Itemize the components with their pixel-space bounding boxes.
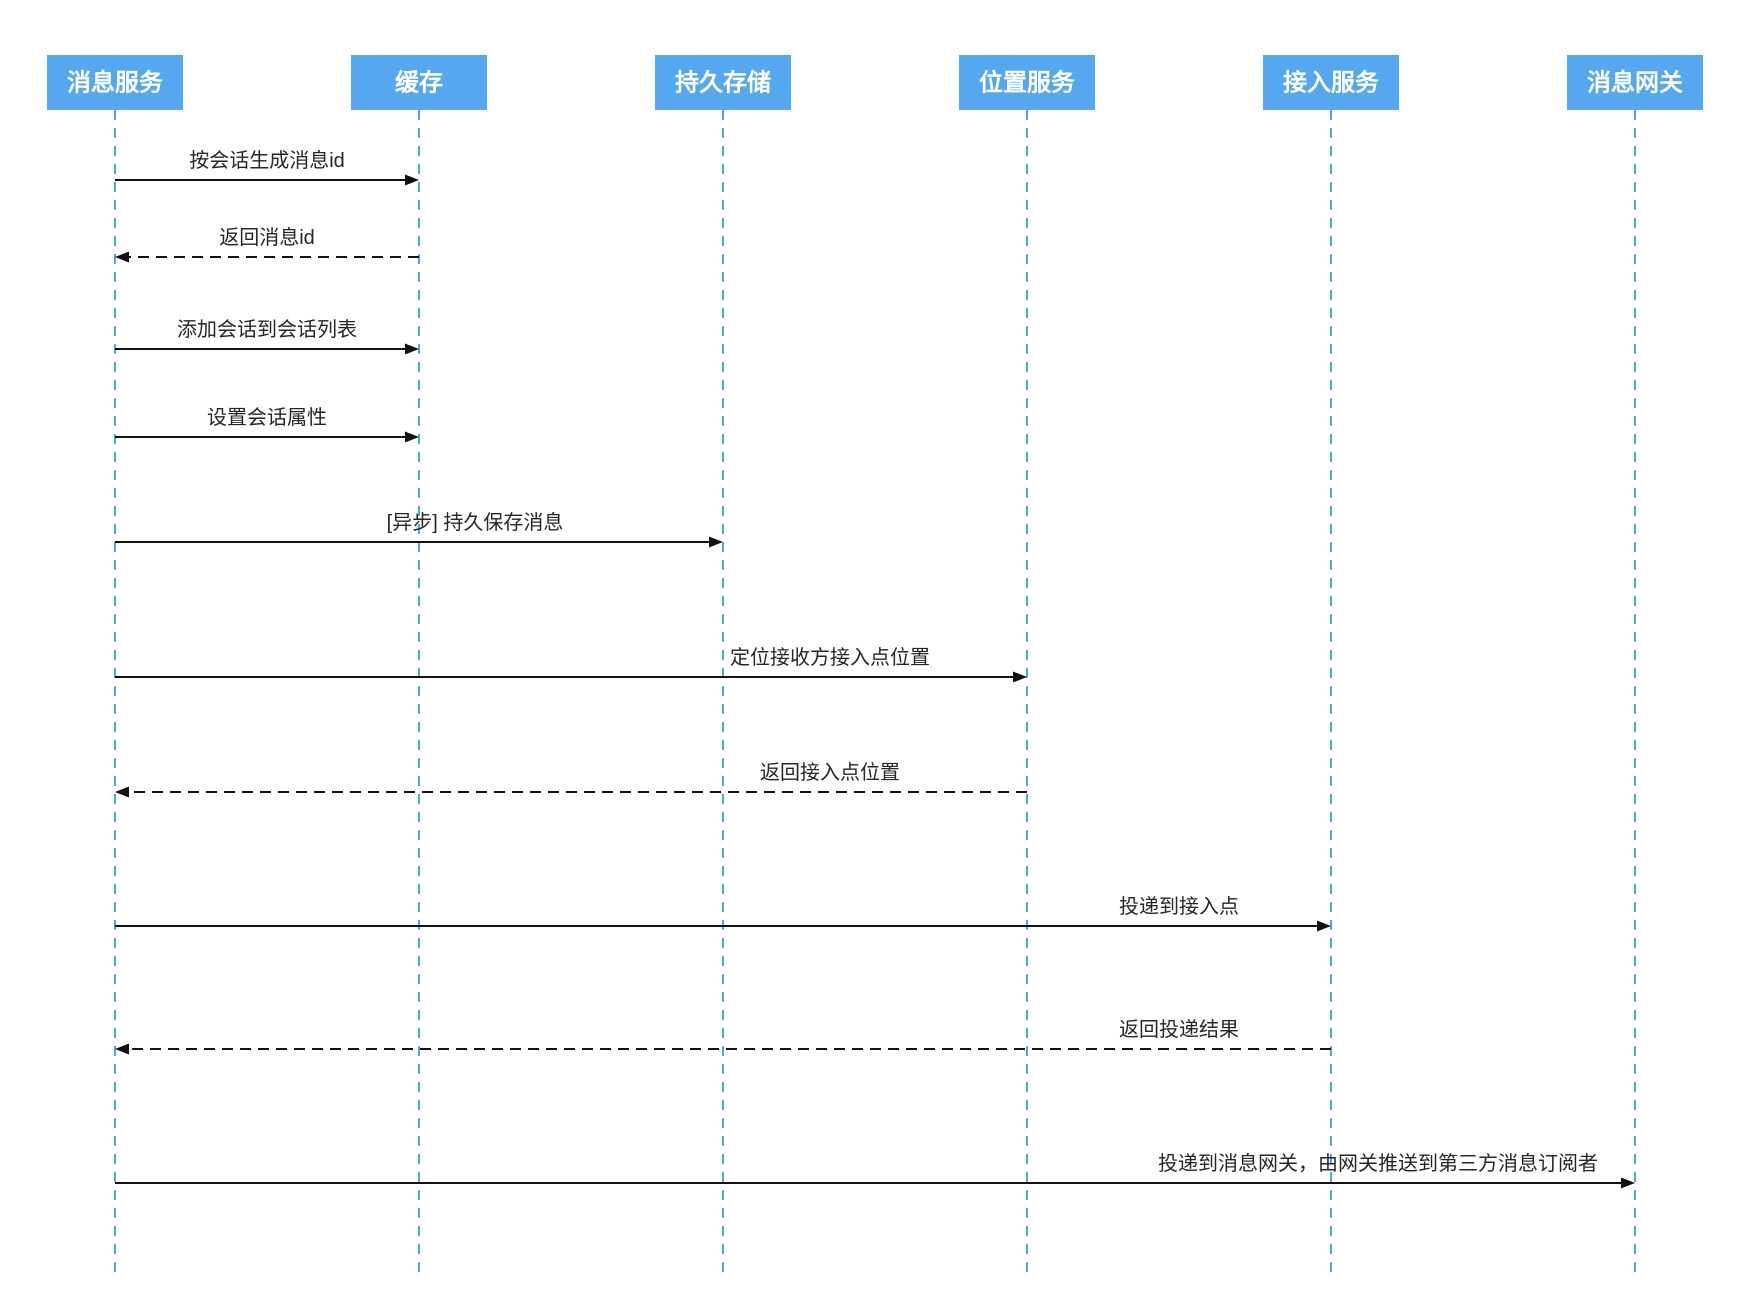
participant-box: [47, 55, 183, 110]
participant-cache: 缓存: [351, 55, 487, 110]
participant-persistent-storage: 持久存储: [655, 55, 791, 110]
message-8: 投递到接入点: [115, 895, 1331, 932]
participant-box: [351, 55, 487, 110]
arrowhead-icon: [1621, 1177, 1635, 1189]
arrowhead-icon: [709, 536, 723, 548]
arrowhead-icon: [405, 343, 419, 355]
participant-message-service: 消息服务: [47, 55, 183, 110]
arrowhead-icon: [405, 174, 419, 186]
message-9: 返回投递结果: [115, 1018, 1331, 1055]
arrowhead-icon: [405, 431, 419, 443]
participant-box: [1567, 55, 1703, 110]
message-3: 添加会话到会话列表: [115, 318, 419, 355]
message-label: 设置会话属性: [207, 406, 327, 429]
message-label: 返回接入点位置: [760, 761, 900, 784]
message-4: 设置会话属性: [115, 406, 419, 443]
participant-location-service: 位置服务: [959, 55, 1095, 110]
message-label: 投递到消息网关，由网关推送到第三方消息订阅者: [1158, 1152, 1598, 1175]
message-label: 投递到接入点: [1119, 895, 1239, 918]
message-7: 返回接入点位置: [115, 761, 1027, 798]
arrowhead-icon: [1317, 920, 1331, 932]
arrowhead-icon: [1013, 671, 1027, 683]
participant-label: 缓存: [395, 69, 443, 97]
participant-label: 消息服务: [67, 69, 164, 97]
message-10: 投递到消息网关，由网关推送到第三方消息订阅者: [115, 1152, 1635, 1189]
message-5: [异步] 持久保存消息: [115, 511, 723, 548]
participant-label: 消息网关: [1587, 69, 1683, 97]
participant-box: [1263, 55, 1399, 110]
participant-access-service: 接入服务: [1263, 55, 1399, 110]
message-6: 定位接收方接入点位置: [115, 646, 1027, 683]
participant-box: [655, 55, 791, 110]
participant-label: 接入服务: [1283, 69, 1380, 97]
message-label: [异步] 持久保存消息: [387, 511, 564, 534]
participant-box: [959, 55, 1095, 110]
message-label: 返回消息id: [219, 226, 315, 249]
message-2: 返回消息id: [115, 226, 419, 263]
message-1: 按会话生成消息id: [115, 149, 419, 186]
arrowhead-icon: [115, 786, 129, 798]
participant-message-gateway: 消息网关: [1567, 55, 1703, 110]
arrowhead-icon: [115, 1043, 129, 1055]
message-label: 返回投递结果: [1119, 1018, 1239, 1041]
message-label: 按会话生成消息id: [189, 149, 345, 172]
message-label: 定位接收方接入点位置: [730, 646, 930, 669]
message-label: 添加会话到会话列表: [177, 318, 357, 341]
participant-label: 位置服务: [979, 69, 1076, 97]
arrowhead-icon: [115, 251, 129, 263]
participant-label: 持久存储: [675, 69, 771, 97]
